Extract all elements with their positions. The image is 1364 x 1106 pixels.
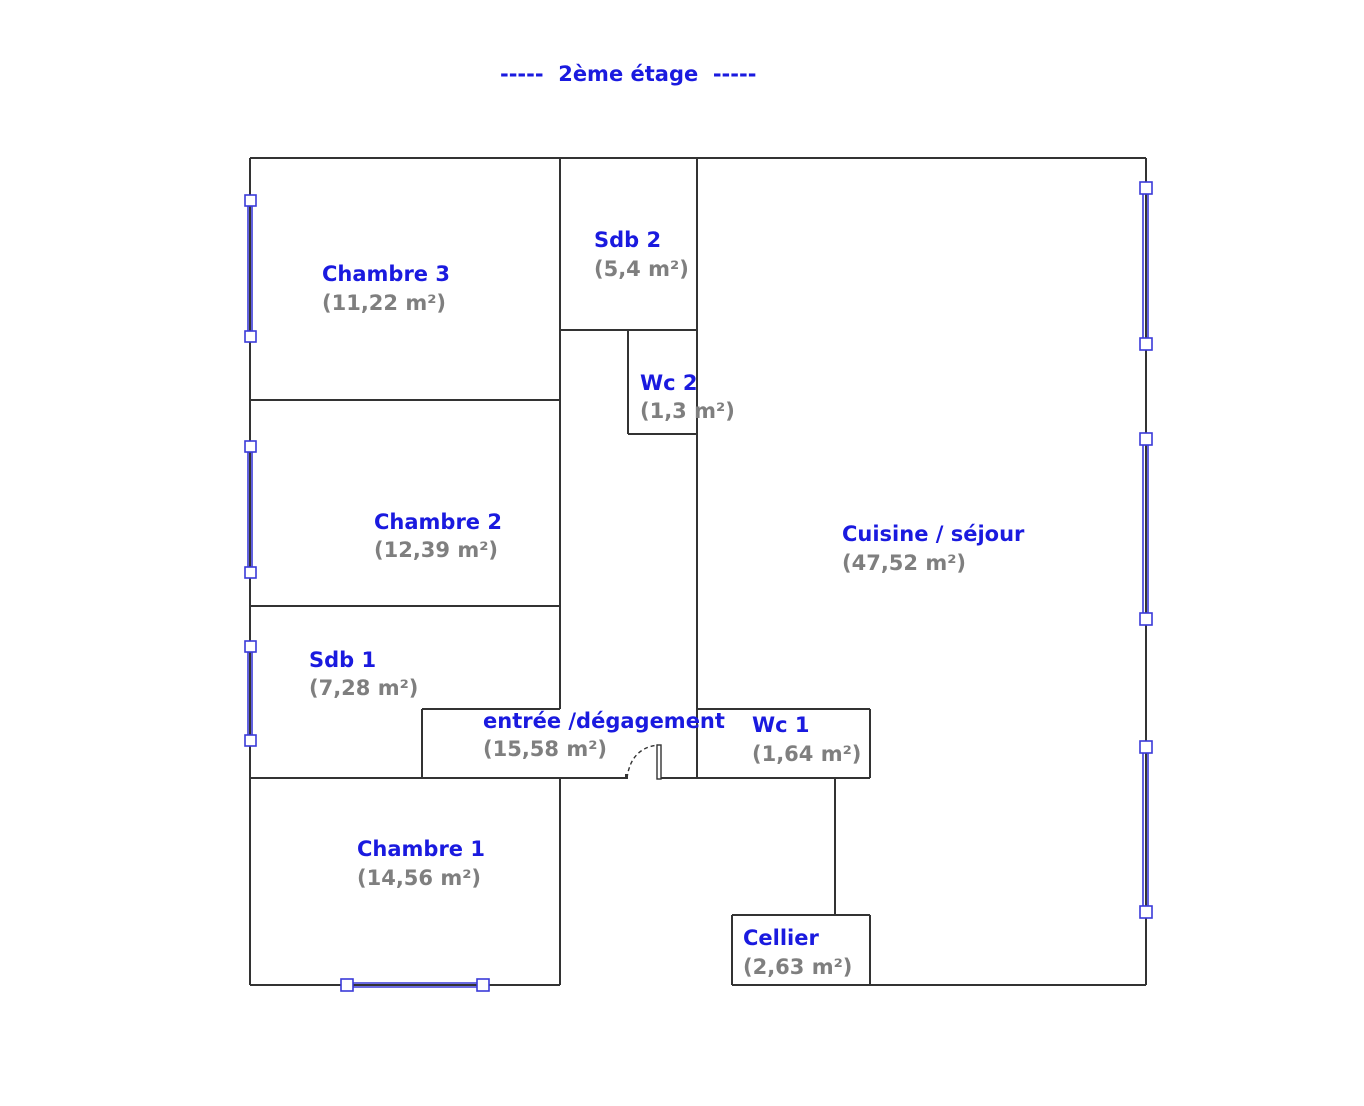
room-area: (2,63 m²) [743,955,853,979]
floor-title: ----- 2ème étage ----- [500,62,757,86]
window-left-sdb1 [244,640,257,747]
room-area: (11,22 m²) [322,291,447,315]
room-name: Chambre 3 [322,262,450,286]
window-right-1 [1139,181,1153,351]
interior-walls [250,158,871,985]
window-bottom-chambre1 [340,978,490,992]
room-name: Chambre 1 [357,837,485,861]
room-name: Cuisine / séjour [842,522,1025,546]
room-name: Chambre 2 [374,510,502,534]
room-area: (1,64 m²) [752,742,862,766]
window-right-2 [1139,432,1153,626]
room-area: (1,3 m²) [640,399,735,423]
room-name: Cellier [743,926,819,950]
room-area: (5,4 m²) [594,257,689,281]
window-left-chambre2 [244,440,257,579]
room-area: (47,52 m²) [842,551,967,575]
room-name: entrée /dégagement [483,709,725,733]
room-name: Wc 1 [752,713,810,737]
room-name: Sdb 2 [594,228,662,252]
windows [244,181,1153,992]
room-area: (12,39 m²) [374,538,499,562]
window-left-chambre3 [244,194,257,343]
room-area: (15,58 m²) [483,737,608,761]
room-name: Wc 2 [640,371,698,395]
room-area: (7,28 m²) [309,676,419,700]
room-name: Sdb 1 [309,648,377,672]
entry-door [625,744,662,780]
room-area: (14,56 m²) [357,866,482,890]
window-right-3 [1139,740,1153,919]
